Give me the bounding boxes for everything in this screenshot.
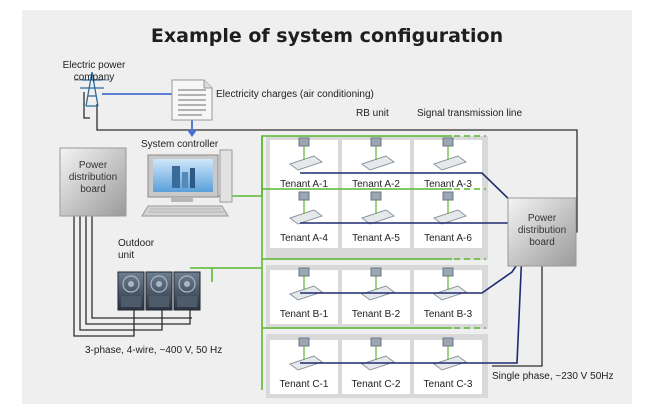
tenant-label: Tenant A-6 xyxy=(424,233,472,244)
single-phase-label: Single phase, ~230 V 50Hz xyxy=(492,371,614,382)
three-phase-label: 3-phase, 4-wire, ~400 V, 50 Hz xyxy=(85,345,223,356)
tenant-room xyxy=(414,267,482,324)
indoor-unit-icon xyxy=(360,155,396,171)
rb-unit-icon xyxy=(442,137,454,147)
charges-arrow-head xyxy=(187,130,197,137)
document-icon xyxy=(171,79,213,121)
tenant-label: Tenant A-4 xyxy=(280,233,328,244)
tenant-label: Tenant A-3 xyxy=(424,179,472,190)
system-diagram xyxy=(59,71,578,398)
diagram-title: Example of system configuration xyxy=(150,25,504,47)
tenant-room xyxy=(414,191,482,248)
power-distribution-board-right xyxy=(507,197,577,267)
tenant-label: Tenant B-2 xyxy=(351,309,401,320)
tenant-room xyxy=(414,137,482,194)
tenant-room xyxy=(342,191,410,248)
power-pylon-icon xyxy=(74,71,110,107)
indoor-unit-icon xyxy=(288,209,324,225)
indoor-unit-icon xyxy=(288,155,324,171)
power-distribution-board-left xyxy=(59,147,127,217)
tenant-label: Tenant C-3 xyxy=(423,379,473,390)
tenant-room xyxy=(270,337,338,394)
tenant-room xyxy=(270,191,338,248)
pdb-right-label: Power distribution board xyxy=(517,213,567,248)
tenant-room xyxy=(270,137,338,194)
tenant-label: Tenant A-1 xyxy=(280,179,328,190)
diagram-panel: Example of system configuration Electric… xyxy=(22,10,632,404)
tenant-label: Tenant B-3 xyxy=(423,309,473,320)
outdoor-unit-label: Outdoor unit xyxy=(118,238,155,261)
rb-unit-icon xyxy=(298,191,310,201)
rb-unit-icon xyxy=(298,337,310,347)
indoor-unit-icon xyxy=(432,209,468,225)
signal-line-continuations xyxy=(454,135,486,329)
electricity-charges-label: Electricity charges (air conditioning) xyxy=(216,89,374,100)
tenant-label: Tenant A-2 xyxy=(352,179,400,190)
rb-unit-icon xyxy=(442,267,454,277)
rb-unit-icon xyxy=(442,337,454,347)
system-controller-label: System controller xyxy=(141,139,219,150)
tenant-rooms xyxy=(270,137,482,394)
rb-unit-icon xyxy=(370,191,382,201)
pdb-left-label: Power distribution board xyxy=(68,160,118,195)
rb-unit-icon xyxy=(442,191,454,201)
rb-unit-icon xyxy=(370,137,382,147)
rb-unit-label: RB unit xyxy=(356,108,389,119)
rb-unit-icon xyxy=(370,267,382,277)
tenant-label: Tenant C-2 xyxy=(351,379,401,390)
tenant-room xyxy=(342,137,410,194)
indoor-unit-icon xyxy=(360,209,396,225)
signal-line-label: Signal transmission line xyxy=(417,108,523,119)
tenant-label: Tenant C-1 xyxy=(279,379,329,390)
rb-unit-icon xyxy=(298,267,310,277)
rb-unit-icon xyxy=(298,137,310,147)
tenant-label: Tenant B-1 xyxy=(279,309,329,320)
indoor-unit-icon xyxy=(432,155,468,171)
computer-icon xyxy=(141,149,233,217)
outdoor-unit-icon xyxy=(117,271,201,311)
rb-unit-icon xyxy=(370,337,382,347)
tenant-room xyxy=(342,267,410,324)
power-company-label: Electric power company xyxy=(62,60,126,83)
tenant-label: Tenant A-5 xyxy=(352,233,400,244)
